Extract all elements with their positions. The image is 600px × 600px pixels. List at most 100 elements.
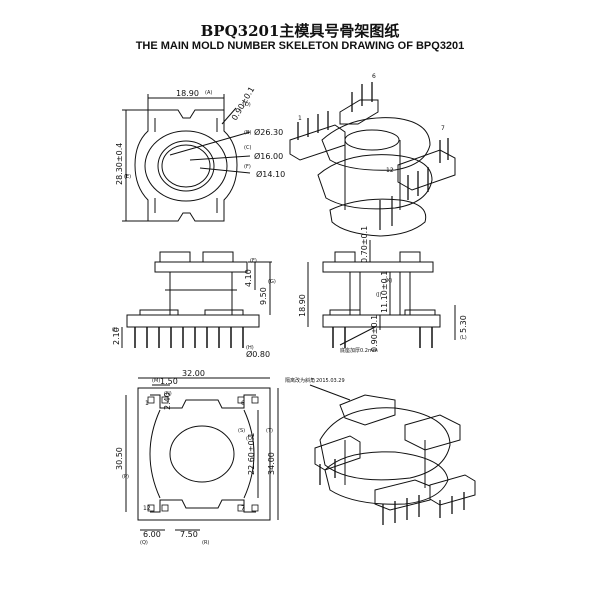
leader-outer <box>169 131 251 156</box>
iso2-pins-left <box>319 459 336 485</box>
iso-pins-top <box>351 82 373 112</box>
dim-3400-label: 34.00 <box>267 452 276 475</box>
ref-f: (F) <box>250 258 257 264</box>
bore-circle-mid <box>157 140 215 192</box>
side-base <box>126 314 260 328</box>
iso2-right-block <box>404 414 461 451</box>
ref-k: (K) <box>385 278 392 284</box>
bottom-pin-squares <box>147 396 259 512</box>
iso2-pin-base-left <box>314 435 361 471</box>
side-top-flange <box>154 261 248 273</box>
dim-mid-ref: (C) <box>244 145 251 151</box>
front-base <box>322 314 441 328</box>
pin-pad <box>237 504 245 512</box>
dim-150-label: 1.50 <box>160 377 178 386</box>
dim-410-label: 4.10 <box>244 269 253 287</box>
dim-height-ref: (E) <box>124 174 131 180</box>
bottom-view-frame <box>137 387 271 521</box>
leader-note <box>309 384 351 401</box>
side-top-tab-left <box>159 251 191 263</box>
dim-inner-ref: (F) <box>244 164 251 170</box>
dim-outer-label: Ø26.30 <box>254 127 283 137</box>
dim-mid-label: Ø16.00 <box>254 151 283 161</box>
bv-pin1-label: 1 <box>145 400 149 407</box>
iso-view-top <box>289 82 456 237</box>
iso-pin6-label: 6 <box>372 73 376 80</box>
outer-flange-circle <box>144 130 228 202</box>
pin-pad <box>161 504 169 512</box>
front-top-flange <box>322 261 434 273</box>
ref-q: (Q) <box>140 540 148 546</box>
dim-width-label: 18.90 <box>176 89 199 98</box>
iso-pins-right <box>407 138 449 200</box>
side-top-tab-right <box>202 251 234 263</box>
iso-bore <box>344 129 400 151</box>
top-view-outline <box>134 109 238 222</box>
iso2-top-block <box>339 394 396 426</box>
iso-pin-block-top <box>339 99 379 125</box>
pin-pad <box>251 396 259 404</box>
iso2-pin-base-front <box>374 479 431 511</box>
front-pins <box>332 327 433 348</box>
iso-view-bottom <box>309 384 476 525</box>
ref-h: (H) <box>246 345 254 351</box>
iso-top-flange <box>321 117 431 171</box>
top-view-slots <box>154 118 218 213</box>
dim-2260-label: 22.60±0.1 <box>247 433 256 475</box>
bottom-view <box>125 377 279 531</box>
iso2-pin-base-right <box>429 474 476 506</box>
revision-note: 隔离改为斜角 <box>285 377 315 384</box>
dim-1890-label: 18.90 <box>298 294 307 317</box>
side-base-step <box>204 309 244 316</box>
dim-inner-label: Ø14.10 <box>256 169 285 179</box>
iso2-pins-front <box>382 495 420 525</box>
ref-r: (R) <box>202 540 209 546</box>
iso-pin1-label: 1 <box>298 115 302 122</box>
dim-210-label: 2.10 <box>112 327 121 345</box>
ref-s: (S) <box>238 428 245 434</box>
bottom-view-bore <box>169 425 235 483</box>
ref-n: (N) <box>164 391 172 397</box>
dim-thick-ref: (D) <box>243 102 251 108</box>
iso-core <box>344 140 401 210</box>
side-pins <box>134 327 244 348</box>
title-chinese: BPQ3201主模具号骨架图纸 <box>200 22 400 40</box>
leader-inner <box>199 167 251 174</box>
leader-mid <box>189 155 251 161</box>
dim-3200-label: 32.00 <box>182 369 205 378</box>
revision-date: 2015.03.29 <box>316 378 345 384</box>
ref-g: (G) <box>268 279 276 285</box>
bv-pin7-label: 7 <box>241 505 245 512</box>
dim-1110-label: 11.10±0.1 <box>380 271 389 313</box>
side-view-left <box>121 251 272 348</box>
iso-pin-base-right <box>397 149 456 191</box>
ref-o: (O) <box>246 436 254 442</box>
front-base-step <box>329 309 361 316</box>
dim-950-label: 9.50 <box>259 287 268 305</box>
dim-height-label: 28.30±0.4 <box>115 143 124 185</box>
pin-pad <box>161 396 169 404</box>
dim-3050-label: 30.50 <box>115 447 124 470</box>
leader-note <box>339 326 376 346</box>
pin-pad <box>147 504 155 512</box>
iso-pin-base-left <box>289 124 346 161</box>
dim-600-label: 6.00 <box>143 530 161 539</box>
bv-pin6-label: 6 <box>241 400 245 407</box>
iso-mid-flange <box>317 154 433 210</box>
iso-pin7-label: 7 <box>441 125 445 132</box>
ref-j: (J) <box>376 292 381 298</box>
dim-240-label: 2.40 <box>163 392 172 410</box>
ref-m: (M) <box>152 378 160 384</box>
ref-p: (P) <box>122 474 129 480</box>
front-tab <box>399 251 421 263</box>
side-base-step <box>139 309 179 316</box>
front-base-step <box>404 309 436 316</box>
base-thicken-note: 底座加厚0.2mm <box>340 347 378 354</box>
dim-090-label: 0.90±0.1 <box>370 315 379 352</box>
iso2-top-flange <box>319 407 451 481</box>
dim-width-ref: (A) <box>205 90 212 96</box>
ref-t: (T) <box>266 428 273 434</box>
iso2-core <box>344 440 426 488</box>
iso2-pins-right <box>439 492 465 518</box>
